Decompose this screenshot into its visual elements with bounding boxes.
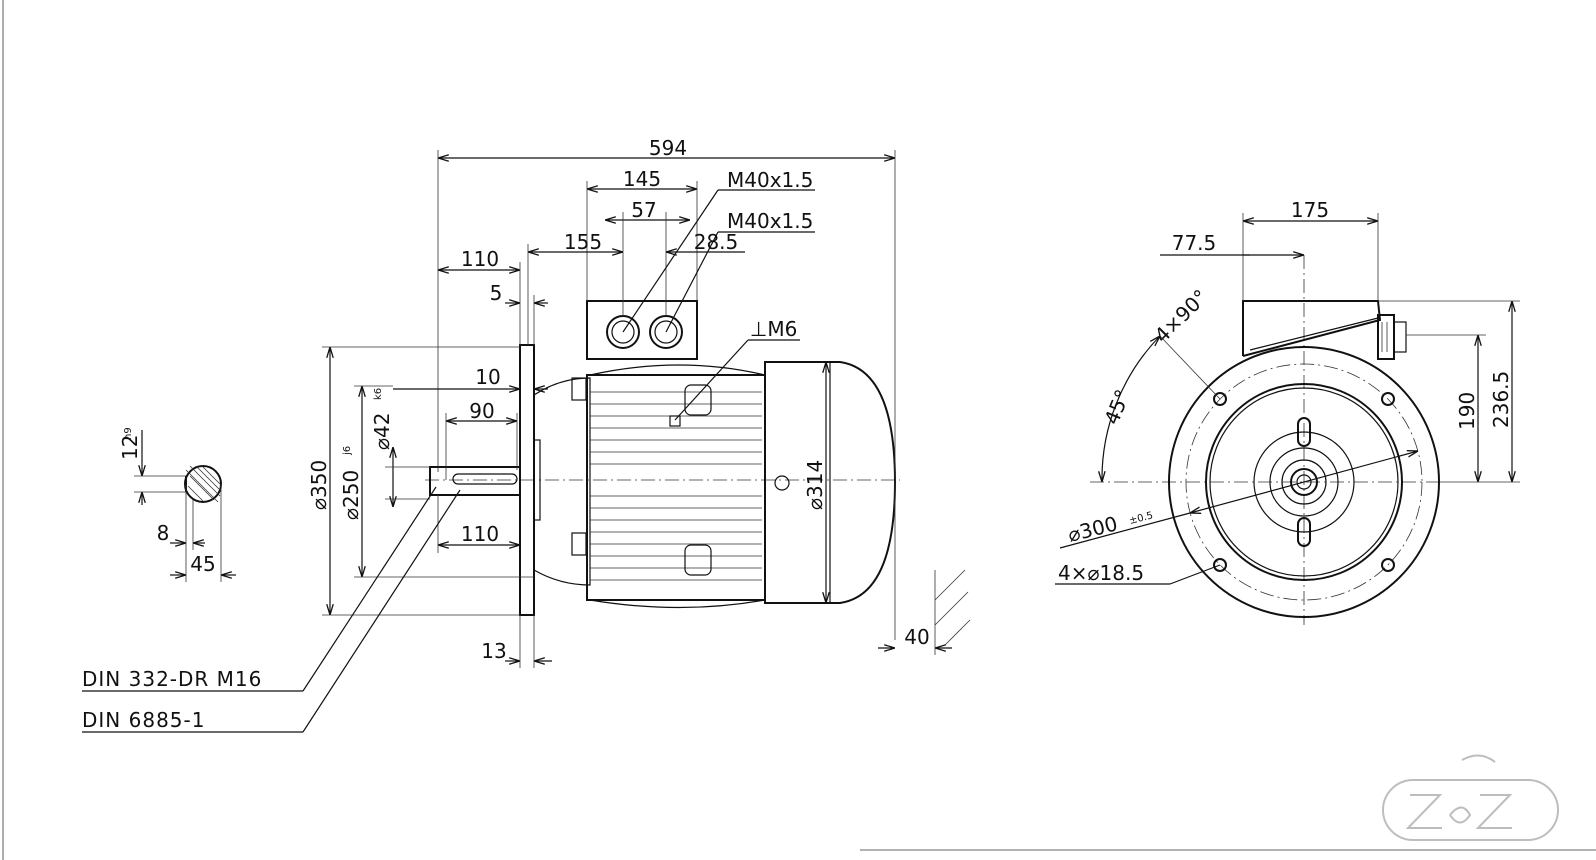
dim-spigot-d: ⌀250 — [339, 470, 363, 520]
dim-tb-offset: 145 — [623, 167, 661, 191]
gland-thread-1: M40x1.5 — [727, 168, 813, 192]
gland-thread-2: M40x1.5 — [727, 209, 813, 233]
dim-frame-d: ⌀314 — [803, 460, 827, 510]
note-din-6885: DIN 6885-1 — [82, 708, 205, 732]
dim-pcd-tol: ±0.5 — [1128, 510, 1154, 527]
dim-flange-thickness: 13 — [481, 639, 506, 663]
dim-shaft-d: ⌀42 — [370, 413, 394, 451]
bolt-holes — [1213, 392, 1395, 572]
dim-key-length: 90 — [469, 399, 494, 423]
side-view: 594 145 57 155 28.5 M40x1.5 M40x1.5 110 — [82, 136, 971, 733]
dim-key-tol: h9 — [123, 427, 134, 440]
dim-shaft-length: 110 — [461, 247, 499, 271]
dim-foot-gap: 40 — [904, 625, 929, 649]
dim-shaft-seat: 110 — [461, 522, 499, 546]
watermark-logo — [1382, 754, 1559, 841]
dim-spigot-tol: j6 — [342, 446, 353, 456]
dim-key-depth: 8 — [157, 521, 170, 545]
dim-shaft-h: 45 — [190, 552, 215, 576]
dim-gland-spacing: 57 — [631, 198, 656, 222]
dim-tb-offset-front: 77.5 — [1172, 231, 1217, 255]
dim-height-190: 190 — [1455, 392, 1479, 430]
dim-hole-angle: 45° — [1099, 386, 1135, 428]
note-din-332: DIN 332-DR M16 — [82, 667, 262, 691]
flange-outline — [1168, 346, 1440, 618]
dim-flange-od: ⌀350 — [307, 460, 331, 510]
dim-hole-pattern: 4×90° — [1150, 285, 1213, 348]
dim-flange-spigot: 5 — [490, 281, 503, 305]
earth-terminal: ⊥M6 — [750, 317, 797, 341]
dim-key-end: 10 — [475, 365, 500, 389]
dim-height-236: 236.5 — [1489, 371, 1513, 428]
dim-overall-length: 594 — [649, 136, 687, 160]
dim-key-width: 12 — [118, 435, 142, 460]
dim-holes: 4×⌀18.5 — [1058, 561, 1144, 585]
dim-pcd: ⌀300 — [1065, 511, 1120, 546]
dim-tb-width: 175 — [1291, 198, 1329, 222]
dim-gland-edge: 28.5 — [694, 230, 739, 254]
shaft-section: 12 h9 8 45 — [118, 427, 236, 582]
dim-tb-from-flange: 155 — [564, 230, 602, 254]
front-view: 175 77.5 4×90° 45° ⌀300 ±0.5 4×⌀18.5 190… — [1055, 198, 1520, 625]
dim-shaft-tol: k6 — [373, 388, 384, 400]
cooling-fins — [590, 391, 762, 581]
